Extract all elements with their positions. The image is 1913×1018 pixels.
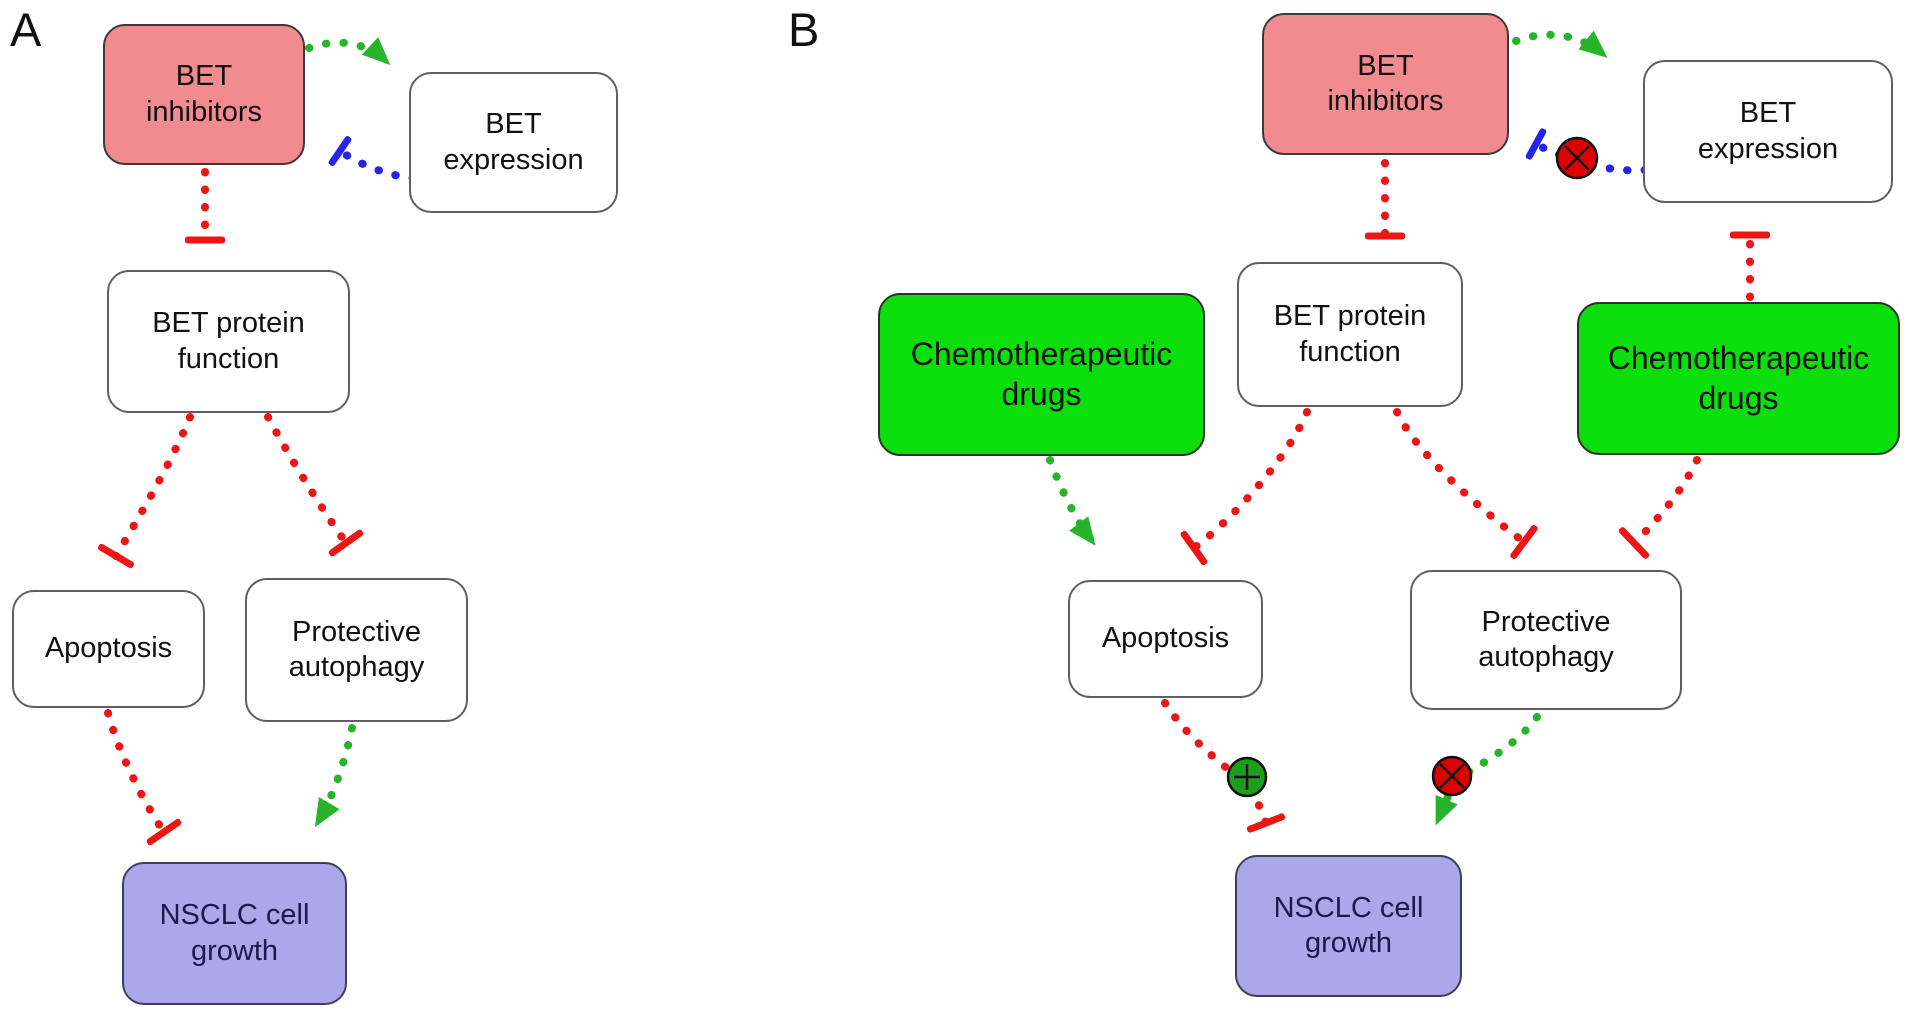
panel-b-label: B bbox=[788, 3, 820, 56]
edge-a-autophagy-activates-growth bbox=[314, 724, 356, 828]
node-a-protective-autophagy: Protective autophagy bbox=[245, 578, 468, 722]
node-b-chemotherapeutic-drugs-right: Chemotherapeutic drugs bbox=[1577, 302, 1900, 455]
panel-a-label: A bbox=[10, 3, 42, 56]
edge-b-inhibitors-activates-expression bbox=[1512, 30, 1608, 58]
node-b-apoptosis: Apoptosis bbox=[1068, 580, 1263, 698]
node-a-bet-inhibitors: BET inhibitors bbox=[103, 24, 305, 165]
node-b-bet-protein-function: BET protein function bbox=[1237, 262, 1463, 407]
node-a-bet-expression: BET expression bbox=[409, 72, 618, 213]
red-circle-x-icon-autophagy-blocked bbox=[1431, 755, 1473, 797]
node-a-nsclc-cell-growth: NSCLC cell growth bbox=[122, 862, 347, 1005]
edge-b-protein-function-inhibits-apoptosis bbox=[1194, 408, 1311, 548]
node-b-nsclc-cell-growth: NSCLC cell growth bbox=[1235, 855, 1462, 997]
node-a-bet-protein-function: BET protein function bbox=[107, 270, 350, 413]
edge-b-expression-feedback-inhibits-inhibitors bbox=[1536, 144, 1649, 175]
edge-b-apoptosis-inhibits-growth bbox=[1161, 699, 1266, 823]
node-b-protective-autophagy: Protective autophagy bbox=[1410, 570, 1682, 710]
node-b-bet-expression: BET expression bbox=[1643, 60, 1893, 203]
edge-b-protein-function-inhibits-autophagy bbox=[1393, 408, 1524, 542]
node-b-chemotherapeutic-drugs-left: Chemotherapeutic drugs bbox=[878, 293, 1205, 456]
edge-b-chemo-left-activates-apoptosis bbox=[1046, 456, 1096, 546]
edge-a-protein-function-inhibits-autophagy bbox=[264, 413, 346, 543]
edge-a-apoptosis-inhibits-growth bbox=[104, 709, 164, 832]
edge-a-inhibitors-activates-expression bbox=[305, 37, 391, 66]
green-circle-plus-icon-apoptosis-enhanced bbox=[1226, 756, 1268, 798]
node-b-bet-inhibitors: BET inhibitors bbox=[1262, 13, 1509, 155]
red-circle-x-icon-feedback-blocked bbox=[1555, 136, 1599, 180]
node-a-apoptosis: Apoptosis bbox=[12, 590, 205, 708]
edge-a-protein-function-inhibits-apoptosis bbox=[116, 413, 194, 556]
edge-a-expression-feedback-inhibits-inhibitors bbox=[340, 151, 417, 182]
edge-b-chemo-right-inhibits-autophagy bbox=[1634, 456, 1701, 543]
